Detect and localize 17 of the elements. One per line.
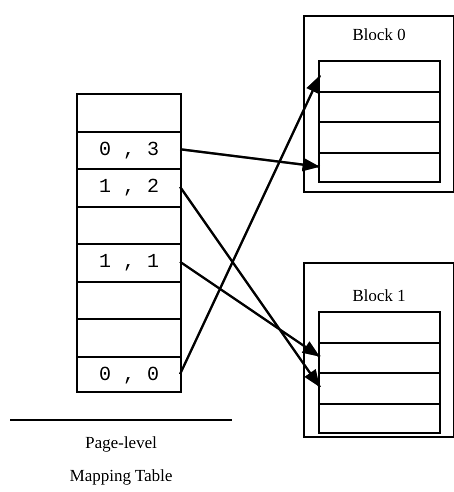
table-frame	[76, 93, 182, 393]
arrow	[178, 74, 322, 375]
arrow	[179, 260, 321, 358]
cell-text: 1 , 2	[98, 176, 160, 199]
block-title: Block 1	[351, 286, 407, 306]
table-frame	[318, 60, 441, 183]
cell-text: 0 , 0	[98, 364, 160, 386]
cell-text: 0 , 3	[98, 138, 160, 162]
table-frame	[318, 311, 441, 434]
table-caption: Mapping Table	[68, 466, 174, 486]
cell-text: 1 , 1	[98, 251, 160, 274]
arrow	[180, 148, 320, 172]
block-title: Block 0	[351, 25, 407, 45]
arrow	[178, 186, 322, 388]
table-caption: Page-level	[84, 433, 158, 453]
block-box	[303, 262, 454, 438]
block-box	[303, 15, 454, 193]
